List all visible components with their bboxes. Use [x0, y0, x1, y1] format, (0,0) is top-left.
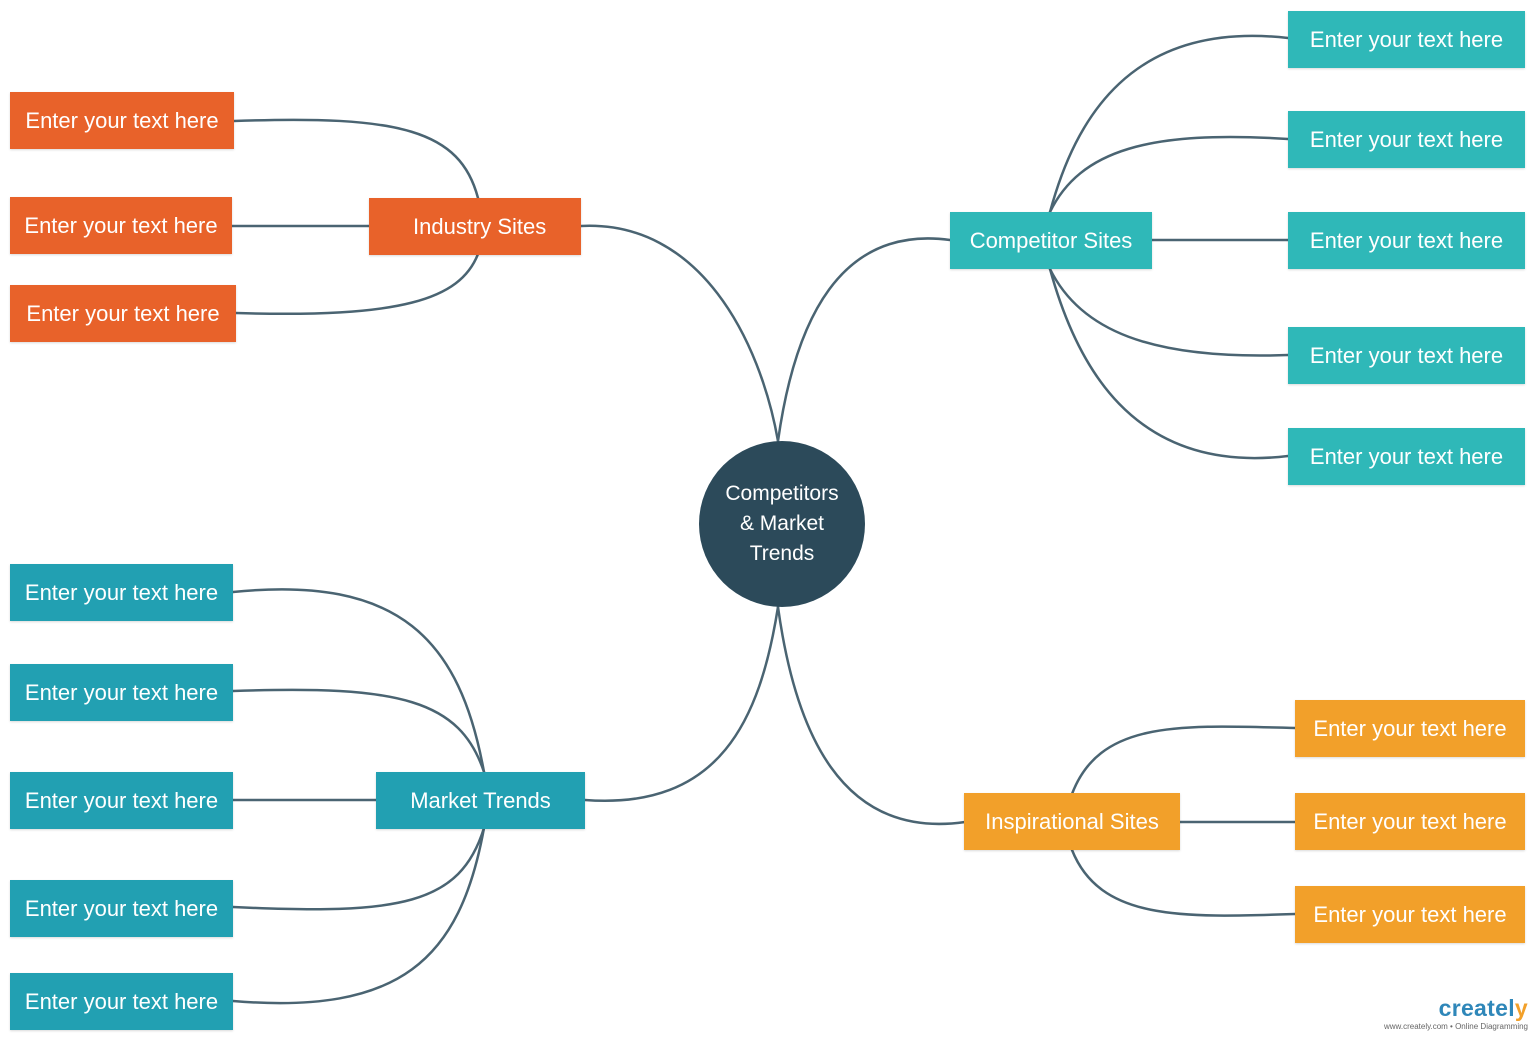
link-center-competitor — [776, 237, 952, 443]
market-child-5[interactable]: Enter your text here — [10, 973, 233, 1030]
branch-competitor-sites[interactable]: Competitor Sites — [950, 212, 1152, 269]
inspirational-child-1[interactable]: Enter your text here — [1295, 700, 1525, 757]
competitor-child-3[interactable]: Enter your text here — [1288, 212, 1525, 269]
market-child-3[interactable]: Enter your text here — [10, 772, 233, 829]
link-industry-child-1 — [232, 118, 480, 200]
link-inspirational-child-1 — [1070, 725, 1297, 796]
link-competitor-child-1 — [1048, 34, 1290, 214]
link-market-child-4 — [231, 826, 486, 911]
creately-wordmark-main: createl — [1438, 995, 1515, 1021]
link-center-industry — [579, 224, 780, 443]
inspirational-child-3[interactable]: Enter your text here — [1295, 886, 1525, 943]
link-market-child-1 — [231, 588, 486, 774]
creately-wordmark-end: y — [1514, 995, 1528, 1021]
competitor-child-2[interactable]: Enter your text here — [1288, 111, 1525, 168]
branch-industry-sites[interactable]: Industry Sites — [369, 198, 581, 255]
competitor-child-1[interactable]: Enter your text here — [1288, 11, 1525, 68]
link-competitor-child-2 — [1048, 135, 1290, 214]
industry-child-2[interactable]: Enter your text here — [10, 197, 232, 254]
creately-logo: creately www.creately.com • Online Diagr… — [1366, 995, 1528, 1031]
branch-market-trends[interactable]: Market Trends — [376, 772, 585, 829]
link-market-child-2 — [231, 688, 486, 774]
link-market-child-5 — [231, 826, 486, 1005]
market-child-4[interactable]: Enter your text here — [10, 880, 233, 937]
link-industry-child-3 — [234, 252, 480, 316]
link-center-market — [583, 605, 780, 803]
competitor-child-5[interactable]: Enter your text here — [1288, 428, 1525, 485]
central-topic[interactable]: Competitors & Market Trends — [699, 441, 865, 607]
market-child-1[interactable]: Enter your text here — [10, 564, 233, 621]
industry-child-1[interactable]: Enter your text here — [10, 92, 234, 149]
link-center-inspirational — [776, 605, 967, 826]
link-competitor-child-5 — [1048, 267, 1290, 460]
inspirational-child-2[interactable]: Enter your text here — [1295, 793, 1525, 850]
link-competitor-child-4 — [1048, 267, 1290, 357]
creately-wordmark: creately — [1366, 995, 1528, 1022]
creately-tagline: www.creately.com • Online Diagramming — [1383, 1022, 1528, 1031]
industry-child-3[interactable]: Enter your text here — [10, 285, 236, 342]
market-child-2[interactable]: Enter your text here — [10, 664, 233, 721]
branch-inspirational-sites[interactable]: Inspirational Sites — [964, 793, 1180, 850]
competitor-child-4[interactable]: Enter your text here — [1288, 327, 1525, 384]
link-inspirational-child-3 — [1070, 848, 1297, 917]
